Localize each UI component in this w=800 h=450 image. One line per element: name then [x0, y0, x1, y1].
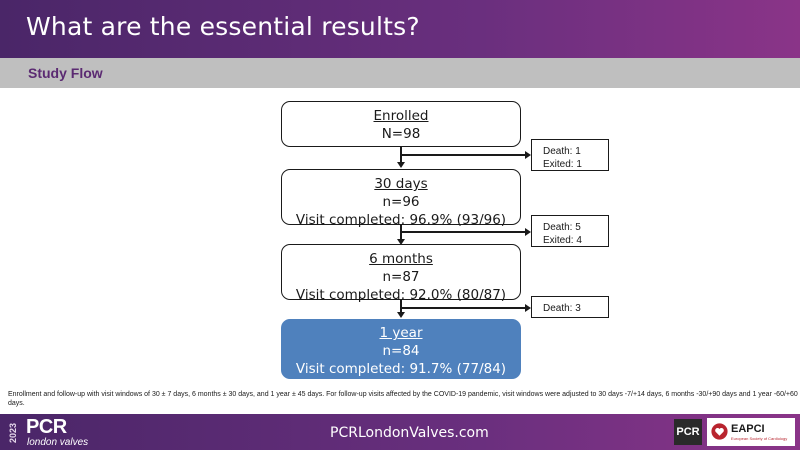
brand-year: 2023	[8, 422, 18, 444]
brand-subtitle: london valves	[27, 437, 89, 448]
eapci-logo-subtext: European Society of Cardiology	[731, 436, 788, 441]
exit-connector-arrow	[525, 151, 531, 159]
exit-box-1-year: Death: 3	[531, 296, 609, 318]
section-title: Study Flow	[28, 65, 103, 81]
connector-arrow	[397, 239, 405, 245]
slide-title: What are the essential results?	[26, 12, 420, 41]
flow-box-count: n=84	[382, 343, 420, 359]
slide-footer: 2023 PCR london valves PCRLondonValves.c…	[0, 414, 800, 450]
flow-box-title: 1 year	[379, 325, 423, 341]
exit-exited: Exited: 4	[543, 235, 582, 246]
exit-connector-arrow	[525, 304, 531, 312]
flow-box-visit: Visit completed: 91.7% (77/84)	[295, 361, 507, 377]
connector-line	[400, 300, 402, 312]
connector-arrow	[397, 312, 405, 318]
brand-logo-text: PCR	[26, 416, 67, 438]
heart-icon	[711, 423, 728, 440]
pcr-logo: PCR	[674, 419, 702, 445]
flow-box-title: 6 months	[369, 251, 433, 267]
flow-box-count: n=96	[382, 194, 420, 210]
flow-box-count: N=98	[381, 126, 421, 142]
eapci-logo: EAPCI European Society of Cardiology	[707, 418, 795, 446]
flow-box-30-days: 30 days n=96 Visit completed: 96.9% (93/…	[281, 169, 521, 228]
connector-line	[400, 147, 402, 162]
exit-exited: Exited: 1	[543, 159, 582, 170]
flow-box-visit: Visit completed: 92.0% (80/87)	[295, 287, 507, 303]
slide-header: What are the essential results?	[0, 0, 800, 58]
exit-box-6-months: Death: 5 Exited: 4	[531, 215, 609, 247]
flow-box-count: n=87	[382, 269, 420, 285]
flow-box-enrolled: Enrolled N=98	[281, 101, 521, 147]
footer-url: PCRLondonValves.com	[330, 425, 489, 441]
exit-box-30-days: Death: 1 Exited: 1	[531, 139, 609, 171]
exit-death: Death: 5	[543, 222, 581, 233]
connector-line	[400, 224, 402, 239]
exit-connector-line	[401, 307, 525, 309]
flow-box-title: Enrolled	[373, 108, 429, 124]
connector-arrow	[397, 162, 405, 168]
exit-connector-line	[401, 231, 525, 233]
flow-box-1-year: 1 year n=84 Visit completed: 91.7% (77/8…	[281, 319, 521, 379]
flow-box-visit: Visit completed: 96.9% (93/96)	[295, 212, 507, 228]
section-bar: Study Flow	[0, 58, 800, 88]
flow-box-6-months: 6 months n=87 Visit completed: 92.0% (80…	[281, 244, 521, 303]
exit-connector-arrow	[525, 228, 531, 236]
exit-connector-line	[401, 154, 525, 156]
exit-death: Death: 3	[543, 303, 581, 314]
footnote: Enrollment and follow-up with visit wind…	[8, 391, 798, 407]
eapci-logo-text: EAPCI	[731, 423, 765, 435]
exit-death: Death: 1	[543, 146, 581, 157]
flow-box-title: 30 days	[374, 176, 428, 192]
